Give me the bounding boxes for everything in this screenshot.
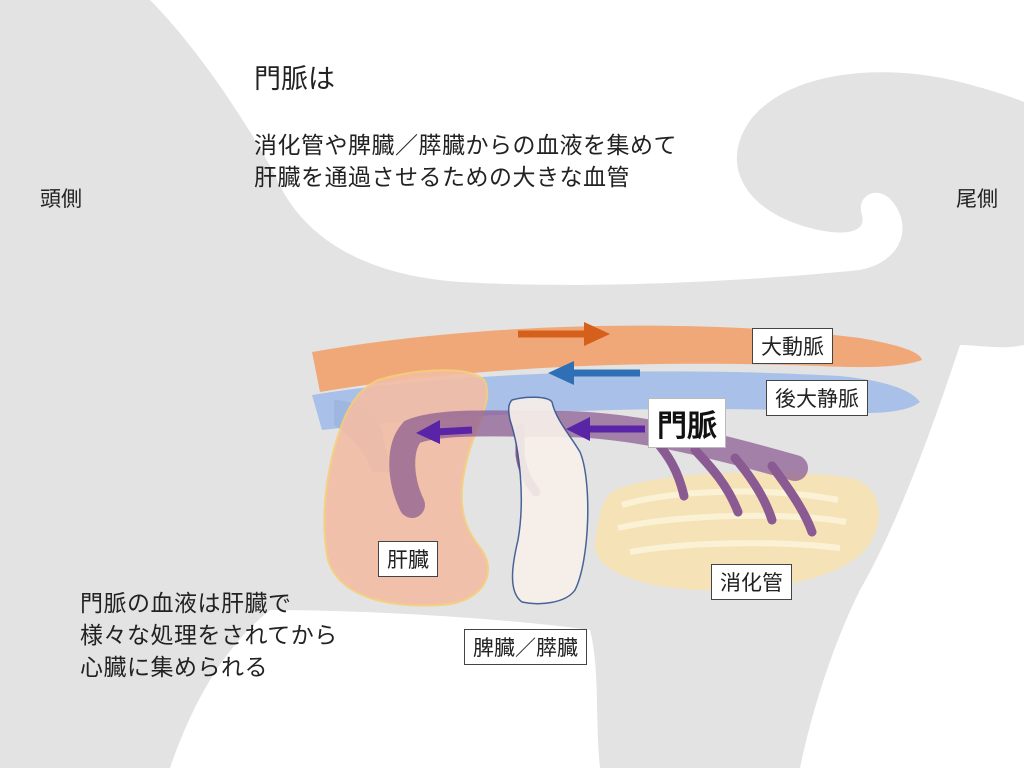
liver-label: 肝臓 bbox=[378, 541, 438, 577]
digestive-organ bbox=[594, 472, 879, 591]
portal-flow-arrow-caudal bbox=[566, 417, 645, 441]
aorta-label: 大動脈 bbox=[752, 328, 833, 364]
note-line-2: 様々な処理をされてから bbox=[80, 623, 338, 649]
digestive-label: 消化管 bbox=[711, 564, 792, 600]
page-title: 門脈は bbox=[254, 64, 335, 95]
description-line-2: 肝臓を通過させるための大きな血管 bbox=[254, 165, 630, 191]
note-line-3: 心臓に集められる bbox=[80, 655, 268, 681]
vena-cava-label: 後大静脈 bbox=[766, 380, 868, 416]
portal-flow-arrow-hepatic bbox=[416, 420, 473, 444]
spleen-pancreas-label: 脾臓／膵臓 bbox=[464, 629, 587, 665]
head-side-label: 頭側 bbox=[40, 187, 82, 211]
note-line-1: 門脈の血液は肝臓で bbox=[80, 591, 292, 617]
description-line-1: 消化管や脾臓／膵臓からの血液を集めて bbox=[254, 133, 677, 159]
tail-side-label: 尾側 bbox=[956, 187, 998, 211]
aorta-flow-arrow bbox=[518, 322, 610, 346]
spleen-pancreas-organ bbox=[507, 396, 589, 605]
vena-cava-flow-arrow bbox=[548, 361, 640, 385]
portal-vein-label: 門脈 bbox=[648, 398, 726, 448]
